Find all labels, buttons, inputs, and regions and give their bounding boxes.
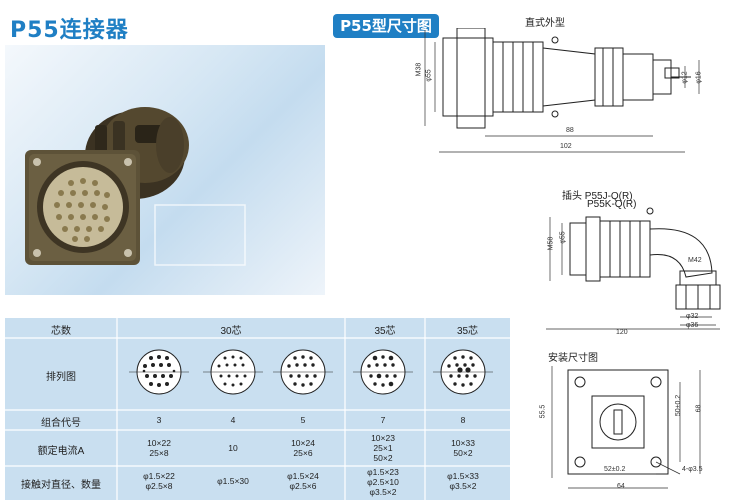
contact-value: φ3.5×2 [369, 487, 397, 497]
contact-value: φ2.5×6 [289, 481, 317, 491]
current-value: 10 [228, 443, 238, 453]
code-cell: 8 [460, 415, 466, 425]
connector-photo [25, 107, 246, 266]
row-label-current: 额定电流A [37, 446, 85, 457]
plug-models: 插头 P55J-Q(R) [562, 187, 633, 202]
contact-value: φ1.5×24 [287, 471, 319, 481]
dim-120: 120 [616, 329, 628, 336]
dim-m38: M38 [415, 62, 423, 77]
table-grid [5, 318, 510, 500]
contact-value: φ2.5×8 [145, 481, 173, 491]
current-cell: 10×33 50×2 [433, 438, 493, 458]
current-value: 10×22 [147, 438, 171, 448]
page-title: P55连接器 [10, 18, 129, 43]
dim-68: 68 [695, 404, 703, 413]
contacts-cell: φ1.5×23 φ2.5×10 φ3.5×2 [353, 467, 413, 497]
pin-arrangements [129, 349, 493, 395]
dim-phi16: φ16 [695, 71, 703, 84]
dim-phi12: φ12 [681, 71, 689, 84]
current-cell: 10×24 25×6 [273, 438, 333, 458]
product-photo-panel [5, 45, 325, 295]
dimension-section-title: P55型尺寸图 [333, 14, 439, 38]
current-cell: 10 [203, 443, 263, 453]
dim-88: 88 [566, 127, 574, 134]
contacts-cell: φ1.5×33 φ3.5×2 [433, 471, 493, 491]
current-value: 10×24 [291, 438, 315, 448]
plug-model-2: P55K-Q(R) [587, 199, 637, 210]
contacts-cell: φ1.5×30 [203, 476, 263, 486]
current-value: 50×2 [453, 448, 473, 458]
current-value: 50×2 [373, 453, 393, 463]
current-cell: 10×22 25×8 [129, 438, 189, 458]
dim-52: 52±0.2 [604, 466, 626, 473]
plug-model-1: P55J-Q(R) [584, 191, 633, 202]
straight-type-label: 直式外型 [525, 18, 565, 29]
header-30-cores: 30芯 [220, 326, 242, 337]
dim-102: 102 [560, 143, 572, 150]
dim-m58: M58 [547, 236, 555, 251]
code-cell: 4 [230, 415, 236, 425]
code-cell: 5 [300, 415, 306, 425]
row-label-contacts: 接触对直径、数量 [21, 480, 101, 491]
current-value: 25×8 [149, 448, 169, 458]
dim-phi55: φ55 [425, 69, 433, 82]
contact-value: φ1.5×23 [367, 467, 399, 477]
header-35-cores-b: 35芯 [456, 326, 479, 337]
current-value: 10×23 [371, 433, 395, 443]
dim-m42: M42 [688, 257, 702, 264]
code-cell: 7 [380, 415, 386, 425]
code-cell: 3 [156, 415, 162, 425]
contact-value: φ2.5×10 [367, 477, 399, 487]
row-label-code: 组合代号 [41, 418, 81, 429]
current-value: 25×6 [293, 448, 313, 458]
dim-holes: 4-φ3.5 [682, 466, 703, 473]
contact-value: φ1.5×22 [143, 471, 175, 481]
contacts-cell: φ1.5×24 φ2.5×6 [273, 471, 333, 491]
dim-phi32: φ32 [686, 313, 699, 320]
contact-value: φ1.5×33 [447, 471, 479, 481]
row-label-arrangement: 排列图 [46, 372, 76, 383]
current-cell: 10×23 25×1 50×2 [353, 433, 413, 463]
contact-value: φ1.5×30 [217, 476, 249, 486]
current-value: 10×33 [451, 438, 475, 448]
row-label-cores: 芯数 [51, 326, 71, 337]
dim-64: 64 [617, 483, 625, 490]
contacts-cell: φ1.5×22 φ2.5×8 [129, 471, 189, 491]
elbow-plug-drawing [546, 207, 721, 330]
contact-value: φ3.5×2 [449, 481, 477, 491]
plug-label: 插头 [562, 191, 582, 202]
spec-table: 芯数 排列图 组合代号 额定电流A 接触对直径、数量 30芯 35芯 35芯 3… [5, 318, 510, 500]
dim-plug-phi55: φ55 [559, 231, 567, 244]
dim-phi36: φ36 [686, 322, 699, 329]
mounting-drawing [551, 366, 701, 489]
dim-50: 50±0.2 [675, 394, 683, 417]
straight-connector-drawing [424, 28, 700, 153]
mount-label: 安装尺寸图 [548, 353, 598, 364]
current-value: 25×1 [373, 443, 393, 453]
dim-55-5: 55.5 [539, 404, 547, 419]
header-35-cores-a: 35芯 [374, 326, 396, 337]
